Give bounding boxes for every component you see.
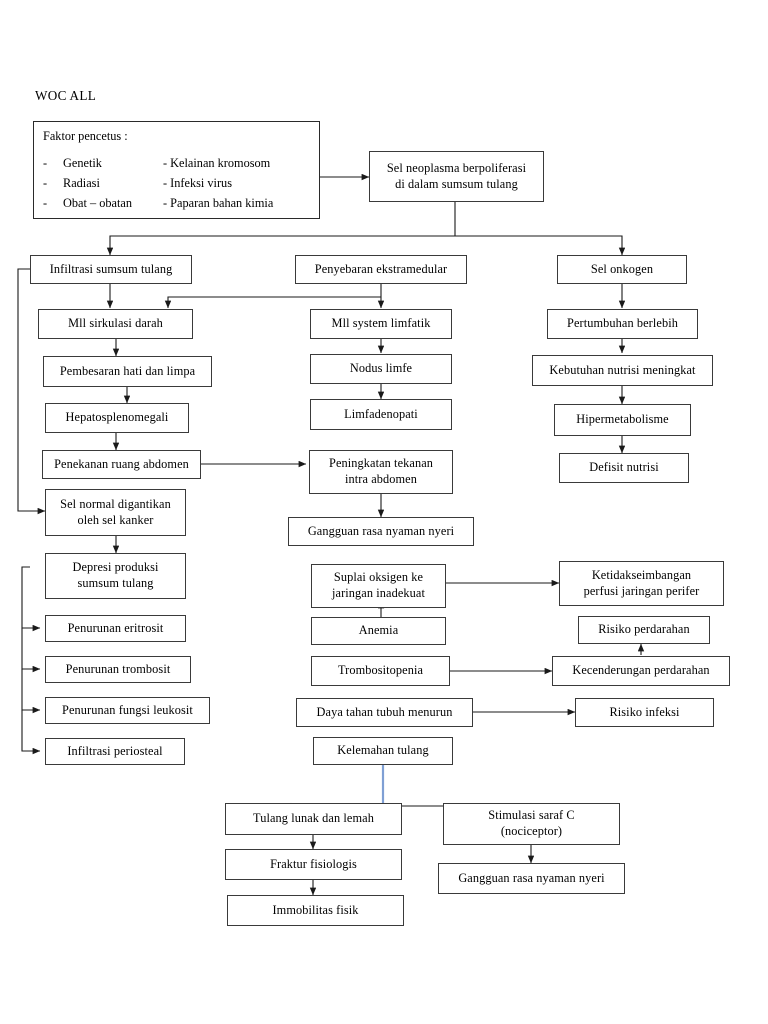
page-title: WOC ALL [35, 88, 97, 103]
node-peningkatan-tekanan-intra-abdomen: Peningkatan tekanan intra abdomen [309, 450, 453, 494]
node-infiltrasi-periosteal: Infiltrasi periosteal [45, 738, 185, 765]
node-tulang-lunak-dan-lemah: Tulang lunak dan lemah [225, 803, 402, 835]
node-penurunan-eritrosit: Penurunan eritrosit [45, 615, 186, 642]
factor-right: - Infeksi virus [163, 175, 232, 190]
factor-left: Genetik [63, 156, 102, 170]
node-fraktur-fisiologis: Fraktur fisiologis [225, 849, 402, 880]
node-kebutuhan-nutrisi-meningkat: Kebutuhan nutrisi meningkat [532, 355, 713, 386]
node-mll-system-limfatik: Mll system limfatik [310, 309, 452, 339]
node-risiko-infeksi: Risiko infeksi [575, 698, 714, 727]
node-kelemahan-tulang: Kelemahan tulang [313, 737, 453, 765]
node-infiltrasi-sumsum-tulang: Infiltrasi sumsum tulang [30, 255, 192, 284]
node-nodus-limfe: Nodus limfe [310, 354, 452, 384]
node-anemia: Anemia [311, 617, 446, 645]
node-ketidakseimbangan-perfusi: Ketidakseimbangan perfusi jaringan perif… [559, 561, 724, 606]
node-gangguan-nyeri-tulang: Gangguan rasa nyaman nyeri [438, 863, 625, 894]
node-kecenderungan-perdarahan: Kecenderungan perdarahan [552, 656, 730, 686]
node-risiko-perdarahan: Risiko perdarahan [578, 616, 710, 644]
node-sel-normal-digantikan: Sel normal digantikan oleh sel kanker [45, 489, 186, 536]
factors-heading: Faktor pencetus : [43, 129, 128, 143]
factors-row: - Radiasi - Infeksi virus [43, 174, 313, 194]
node-depresi-produksi-sumsum: Depresi produksi sumsum tulang [45, 553, 186, 599]
node-suplai-oksigen-inadekuat: Suplai oksigen ke jaringan inadekuat [311, 564, 446, 608]
node-gangguan-nyeri-abdomen: Gangguan rasa nyaman nyeri [288, 517, 474, 546]
bullet-dash: - [43, 156, 48, 170]
node-penyebaran-ekstramedular: Penyebaran ekstramedular [295, 255, 467, 284]
node-daya-tahan-tubuh-menurun: Daya tahan tubuh menurun [296, 698, 473, 727]
node-hipermetabolisme: Hipermetabolisme [554, 404, 691, 436]
factors-box: Faktor pencetus : - Genetik - Kelainan k… [33, 121, 320, 219]
node-pembesaran-hati-limpa: Pembesaran hati dan limpa [43, 356, 212, 387]
node-sel-onkogen: Sel onkogen [557, 255, 687, 284]
node-immobilitas-fisik: Immobilitas fisik [227, 895, 404, 926]
factors-row: - Genetik - Kelainan kromosom [43, 154, 313, 174]
node-stimulasi-saraf-c: Stimulasi saraf C (nociceptor) [443, 803, 620, 845]
node-limfadenopati: Limfadenopati [310, 399, 452, 430]
node-pertumbuhan-berlebih: Pertumbuhan berlebih [547, 309, 698, 339]
factors-row: - Obat – obatan - Paparan bahan kimia [43, 194, 313, 214]
factor-left: Radiasi [63, 175, 100, 190]
bullet-dash: - [43, 175, 48, 190]
node-penurunan-trombosit: Penurunan trombosit [45, 656, 191, 683]
factor-left: Obat – obatan [63, 195, 132, 210]
node-sel-neoplasma: Sel neoplasma berpoliferasi di dalam sum… [369, 151, 544, 202]
node-penekanan-ruang-abdomen: Penekanan ruang abdomen [42, 450, 201, 479]
bullet-dash: - [43, 195, 48, 210]
factors-list: - Genetik - Kelainan kromosom - Radiasi … [43, 154, 313, 214]
node-defisit-nutrisi: Defisit nutrisi [559, 453, 689, 483]
node-trombositopenia: Trombositopenia [311, 656, 450, 686]
node-mll-sirkulasi-darah: Mll sirkulasi darah [38, 309, 193, 339]
node-hepatosplenomegali: Hepatosplenomegali [45, 403, 189, 433]
node-penurunan-fungsi-leukosit: Penurunan fungsi leukosit [45, 697, 210, 724]
factor-right: - Kelainan kromosom [163, 156, 271, 170]
factor-right: - Paparan bahan kimia [163, 195, 274, 210]
